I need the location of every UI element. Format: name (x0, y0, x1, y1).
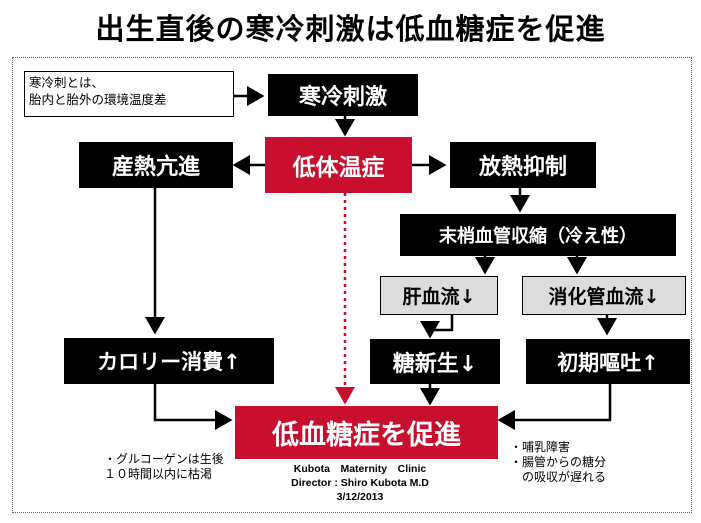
note-feeding: ・哺乳障害 ・腸管からの糖分 の吸収が遅れる (510, 440, 650, 485)
diagram-frame (12, 57, 692, 513)
note-feeding-line-1: ・哺乳障害 (510, 440, 571, 454)
arrow-vomit-to-hypo (497, 384, 612, 430)
page-title: 出生直後の寒冷刺激は低血糖症を促進 (95, 12, 606, 46)
note-feeding-line-3: の吸収が遅れる (510, 470, 607, 484)
note-glycogen-line-2: １０時間以内に枯渇 (104, 467, 213, 481)
node-vasoconstriction: 末梢血管収縮（冷え性） (400, 214, 676, 256)
definition-note-line-2: 胎内と胎外の環境温度差 (29, 92, 167, 107)
definition-note-line-1: 寒冷刺とは、 (29, 75, 105, 90)
definition-note: 寒冷刺とは、 胎内と胎外の環境温度差 (24, 71, 234, 117)
node-calorie-consumption: カロリー消費↑ (64, 338, 274, 384)
node-cold-stimulus: 寒冷刺激 (268, 74, 418, 116)
note-glycogen-line-1: ・グルコーゲンは生後 (104, 452, 224, 466)
credit-block: Kubota Maternity Clinic Director : Shiro… (265, 462, 455, 504)
arrow-liver-to-gluco (420, 315, 454, 339)
node-heat-suppression: 放熱抑制 (450, 142, 596, 188)
node-low-body-temp: 低体温症 (265, 137, 412, 193)
credit-director: Director : Shiro Kubota M.D (291, 477, 429, 489)
node-hypoglycemia: 低血糖症を促進 (235, 406, 498, 459)
node-gi-blood-flow: 消化管血流↓ (522, 276, 686, 315)
arrow-calorie-to-hypo (153, 384, 233, 430)
node-early-vomiting: 初期嘔吐↑ (526, 339, 690, 384)
credit-clinic: Kubota Maternity Clinic (293, 463, 427, 475)
node-heat-production: 産熱亢進 (79, 142, 233, 188)
node-gluconeogenesis: 糖新生↓ (370, 339, 500, 384)
note-glycogen: ・グルコーゲンは生後 １０時間以内に枯渇 (104, 452, 244, 482)
note-feeding-line-2: ・腸管からの糖分 (510, 455, 607, 469)
node-liver-blood-flow: 肝血流↓ (380, 276, 498, 315)
credit-date: 3/12/2013 (336, 491, 384, 503)
